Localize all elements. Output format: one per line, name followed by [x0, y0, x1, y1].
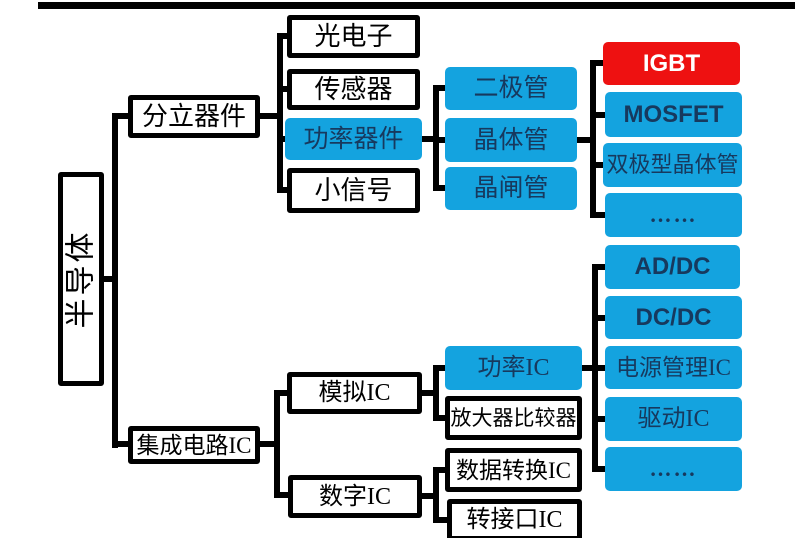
node-igbt: IGBT	[603, 42, 740, 85]
connector-line	[433, 467, 439, 523]
connector-line	[112, 113, 118, 448]
connector-line	[422, 390, 435, 396]
connector-line	[277, 33, 289, 39]
node-data-conversion-ic: 数据转换IC	[445, 448, 582, 492]
node-integrated-circuit-ic: 集成电路IC	[128, 426, 260, 464]
connector-line	[112, 441, 130, 447]
top-border-bar	[38, 2, 795, 9]
node-bipolar-transistor: 双极型晶体管	[603, 143, 742, 187]
node-thyristor: 晶闸管	[445, 167, 577, 210]
node-mosfet: MOSFET	[605, 92, 742, 137]
connector-line	[577, 137, 592, 143]
node-analog-ic: 模拟IC	[287, 372, 422, 414]
connector-line	[433, 517, 449, 523]
connector-line	[260, 113, 279, 119]
connector-line	[590, 60, 596, 218]
node-interface-ic: 转接口IC	[447, 499, 582, 538]
connector-line	[112, 113, 130, 119]
node-more-ics: ……	[605, 447, 742, 491]
node-semiconductor: 半导体	[58, 172, 104, 386]
connector-line	[103, 276, 114, 282]
connector-line	[274, 390, 280, 498]
connector-line	[592, 315, 607, 321]
connector-line	[277, 86, 289, 92]
node-transistor: 晶体管	[445, 118, 577, 162]
node-sensors: 传感器	[287, 69, 420, 110]
node-driver-ic: 驱动IC	[605, 397, 742, 441]
connector-line	[277, 33, 283, 193]
connector-line	[433, 467, 447, 473]
connector-line	[277, 136, 287, 142]
connector-line	[433, 185, 447, 191]
connector-line	[422, 493, 435, 499]
connector-line	[422, 136, 435, 142]
connector-line	[590, 60, 605, 66]
connector-line	[592, 466, 607, 472]
connector-line	[582, 365, 594, 371]
connector-line	[592, 416, 607, 422]
node-optoelectronics: 光电子	[287, 15, 420, 58]
connector-line	[433, 137, 447, 143]
connector-line	[274, 390, 289, 396]
connector-line	[433, 365, 439, 421]
node-power-ic: 功率IC	[445, 346, 582, 390]
node-ad-dc: AD/DC	[605, 245, 740, 289]
connector-line	[590, 212, 607, 218]
node-amplifier-comparator: 放大器比较器	[445, 396, 582, 440]
connector-line	[433, 365, 447, 371]
connector-line	[433, 415, 447, 421]
connector-line	[274, 492, 290, 498]
connector-line	[277, 187, 289, 193]
connector-line	[592, 365, 607, 371]
connector-line	[260, 441, 276, 447]
node-discrete-devices: 分立器件	[128, 95, 260, 138]
node-power-devices: 功率器件	[285, 118, 422, 160]
node-semiconductor-label: 半导体	[64, 229, 97, 329]
connector-line	[433, 85, 447, 91]
node-diode: 二极管	[445, 67, 577, 110]
node-small-signal: 小信号	[287, 168, 420, 213]
connector-line	[592, 264, 607, 270]
connector-line	[590, 162, 605, 168]
node-digital-ic: 数字IC	[288, 475, 422, 518]
node-dc-dc: DC/DC	[605, 296, 742, 339]
node-power-mgmt-ic: 电源管理IC	[605, 346, 742, 389]
connector-line	[590, 112, 607, 118]
node-more-power-devices: ……	[605, 193, 742, 237]
